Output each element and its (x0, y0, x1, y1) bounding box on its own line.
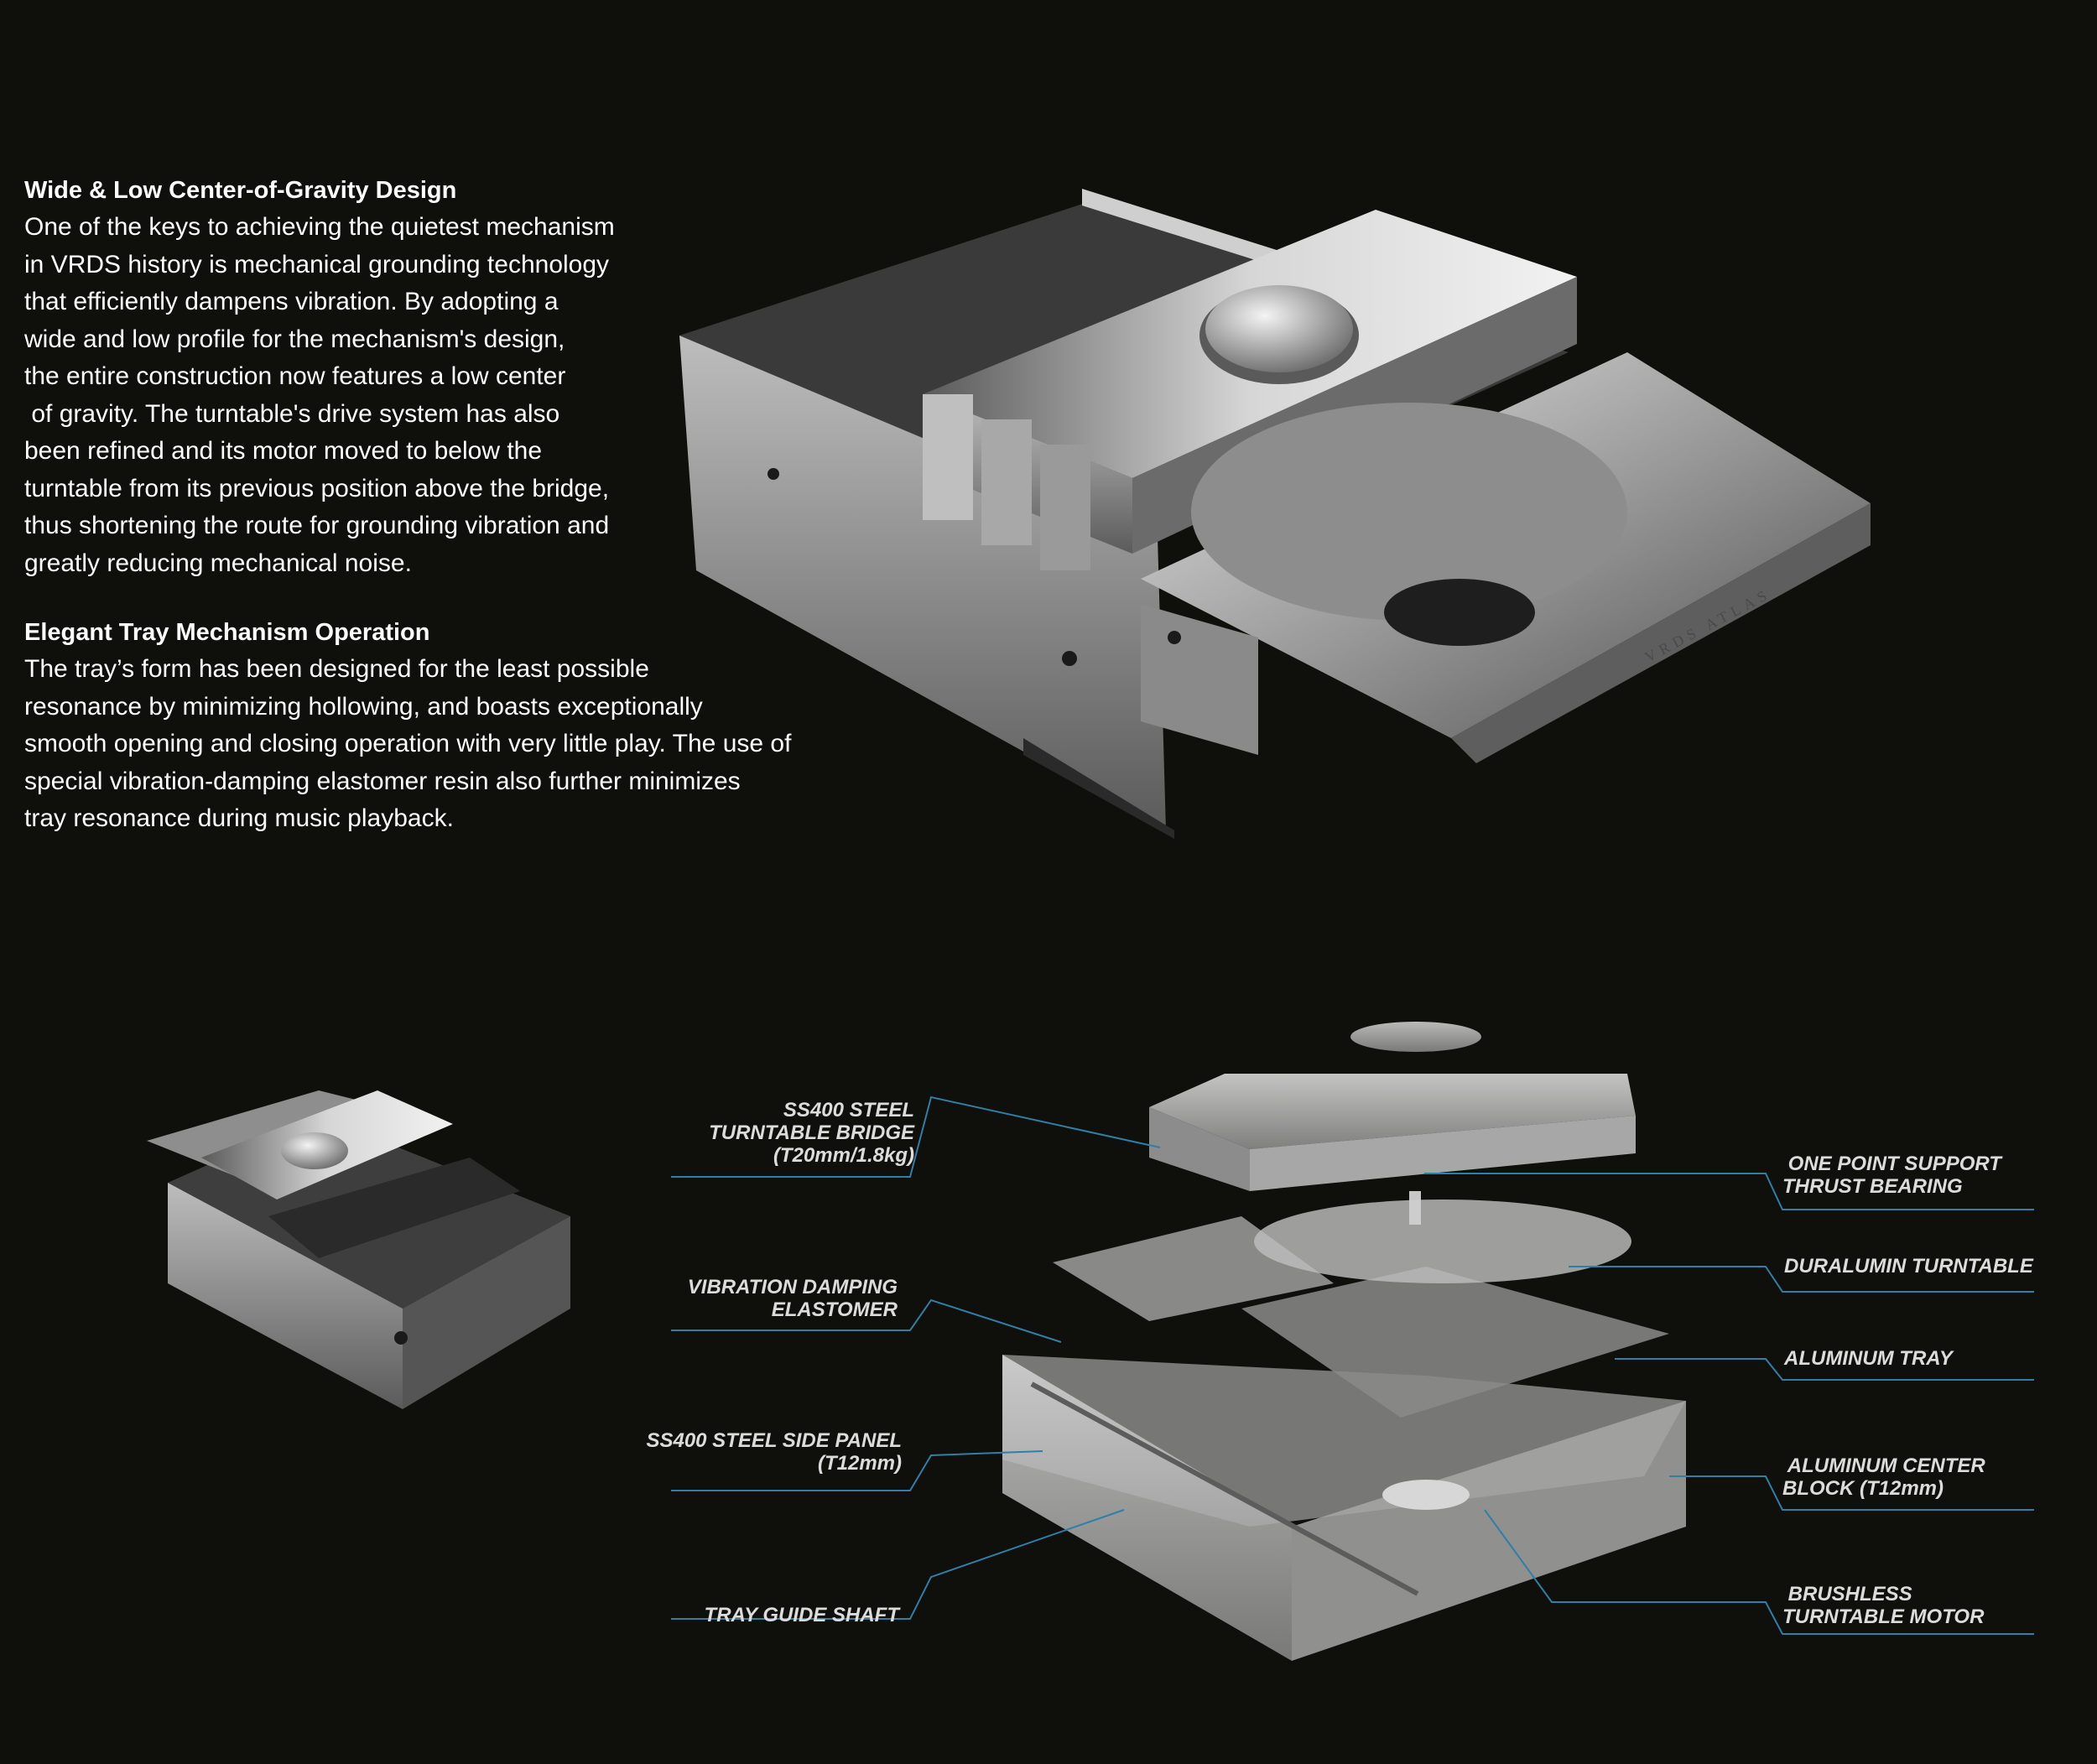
hero-screw-shape (1062, 651, 1077, 666)
callout-line: TURNTABLE BRIDGE (709, 1121, 914, 1144)
hero-turntable-shape (1191, 403, 1627, 621)
leader-line-bridge (671, 1095, 1161, 1178)
exploded-bridge-side-shape (1250, 1116, 1636, 1191)
exploded-turntable-shape (1254, 1199, 1631, 1283)
section-tray-mechanism: Elegant Tray Mechanism Operation The tra… (24, 614, 791, 838)
exploded-top-disc-shape (1350, 1022, 1481, 1052)
small-front-shape (403, 1216, 570, 1409)
callout-line: ELASTOMER (771, 1298, 898, 1321)
exploded-bridge-top-shape (1149, 1074, 1636, 1149)
body-line: of gravity. The turntable's drive system… (24, 399, 560, 428)
hero-clamp-shape (1040, 445, 1090, 570)
body-line: thus shortening the route for grounding … (24, 512, 610, 539)
callout-line: DURALUMIN TURNTABLE (1784, 1255, 2033, 1277)
exploded-diagram-illustration (1002, 1022, 1686, 1661)
body-line: greatly reducing mechanical noise. (24, 549, 412, 577)
callout-line: SS400 STEEL SIDE PANEL (646, 1429, 902, 1452)
callout-aluminum-tray: ALUMINUM TRAY (1784, 1347, 1953, 1370)
callout-line: ALUMINUM TRAY (1784, 1347, 1953, 1370)
hero-tray-cutout-shape (1384, 579, 1535, 646)
hero-clamp-shape (981, 419, 1032, 545)
leader-line-elastomer (671, 1298, 1062, 1343)
small-side-shape (168, 1183, 403, 1409)
hero-foot-shape (1023, 738, 1174, 839)
exploded-bridge-front-shape (1149, 1107, 1250, 1191)
small-inner-shape (268, 1158, 520, 1258)
exploded-body-side-shape (1002, 1355, 1292, 1661)
hero-clamp-disc-shape (1205, 285, 1353, 372)
body-line: wide and low profile for the mechanism's… (24, 325, 565, 353)
section-gravity-design: Wide & Low Center-of-Gravity Design One … (24, 172, 615, 582)
section-heading: Wide & Low Center-of-Gravity Design (24, 177, 457, 204)
hero-screw-shape (1168, 631, 1181, 644)
small-mechanism-illustration (147, 1090, 570, 1409)
body-line: turntable from its previous position abo… (24, 474, 610, 502)
callout-turntable: DURALUMIN TURNTABLE (1784, 1255, 2033, 1277)
body-line: The tray’s form has been designed for th… (24, 655, 649, 683)
callout-line: (T20mm/1.8kg) (773, 1144, 914, 1167)
callout-line: TURNTABLE MOTOR (1782, 1605, 1985, 1628)
callout-line: (T12mm) (817, 1452, 902, 1475)
callout-center-block: ALUMINUM CENTER BLOCK (T12mm) (1782, 1454, 1985, 1500)
leader-line-motor (1484, 1509, 2034, 1635)
body-line: tray resonance during music playback. (24, 804, 454, 832)
hero-screw-shape (768, 468, 779, 480)
callout-turntable-bridge: SS400 STEEL TURNTABLE BRIDGE (T20mm/1.8k… (709, 1099, 914, 1167)
callout-line: THRUST BEARING (1782, 1175, 1963, 1198)
body-line: the entire construction now features a l… (24, 362, 566, 390)
leader-line-tray (1615, 1358, 2034, 1381)
leader-line-thrust-bearing (1424, 1173, 2034, 1210)
section-body: The tray’s form has been designed for th… (24, 651, 791, 838)
exploded-motor-shape (1382, 1480, 1470, 1510)
body-line: been refined and its motor moved to belo… (24, 437, 543, 465)
callout-line: SS400 STEEL (783, 1099, 914, 1121)
callout-line: ALUMINUM CENTER (1782, 1454, 1985, 1477)
leader-line-side-panel (671, 1450, 1043, 1491)
callout-guide-shaft: TRAY GUIDE SHAFT (705, 1604, 899, 1626)
callout-motor: BRUSHLESS TURNTABLE MOTOR (1782, 1583, 1984, 1628)
body-line: resonance by minimizing hollowing, and b… (24, 692, 703, 721)
body-line: that efficiently dampens vibration. By a… (24, 288, 559, 315)
body-line: smooth opening and closing operation wit… (24, 730, 792, 757)
callout-line: BLOCK (T12mm) (1782, 1477, 1944, 1500)
leader-line-guide-shaft (671, 1509, 1125, 1620)
body-line: in VRDS history is mechanical grounding … (24, 250, 610, 278)
small-clamp-disc-shape (281, 1132, 348, 1169)
section-body: One of the keys to achieving the quietes… (24, 209, 615, 582)
callout-elastomer: VIBRATION DAMPING ELASTOMER (688, 1276, 898, 1321)
callout-line: TRAY GUIDE SHAFT (704, 1604, 899, 1626)
leader-line-turntable (1569, 1266, 2034, 1293)
callout-line: BRUSHLESS (1782, 1583, 1912, 1605)
body-line: special vibration-damping elastomer resi… (24, 767, 741, 795)
exploded-body-front-shape (1292, 1401, 1686, 1661)
section-heading: Elegant Tray Mechanism Operation (24, 619, 430, 646)
exploded-guide-shaft-shape (1030, 1382, 1419, 1596)
callout-line: VIBRATION DAMPING (687, 1276, 898, 1298)
callout-side-panel: SS400 STEEL SIDE PANEL (T12mm) (646, 1429, 902, 1475)
hero-rail-shape (1082, 189, 1309, 277)
exploded-elastomer-shape (1053, 1216, 1334, 1321)
body-line: One of the keys to achieving the quietes… (24, 213, 615, 241)
callout-line: ONE POINT SUPPORT (1782, 1153, 2001, 1175)
hero-side-face-shape (679, 336, 1166, 830)
hero-clamp-shape (923, 394, 973, 520)
leader-line-center-block (1669, 1475, 2034, 1511)
hero-tray-edge-shape (1451, 503, 1871, 763)
callout-thrust-bearing: ONE POINT SUPPORT THRUST BEARING (1782, 1153, 2001, 1198)
hero-mechanism-illustration: VRDS ATLAS (679, 189, 1871, 839)
leader-lines (671, 1095, 2034, 1635)
small-screw-shape (394, 1331, 408, 1345)
